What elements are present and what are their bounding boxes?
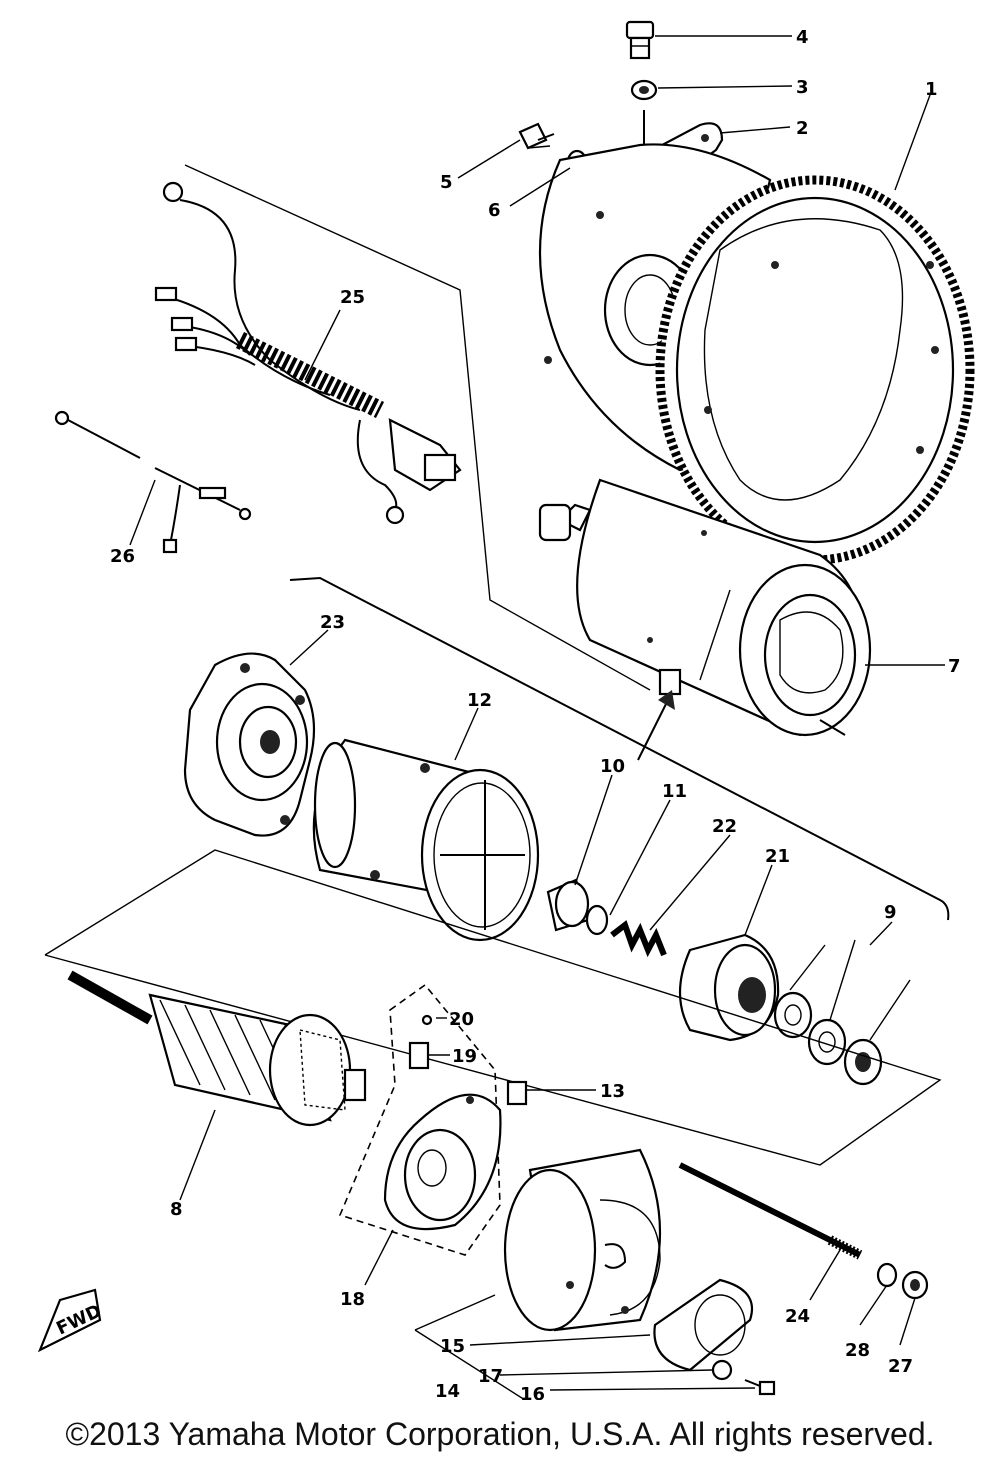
callout-18: 18 [340,1289,365,1310]
part-yoke-12 [312,738,540,942]
fwd-arrow-icon: FWD [37,1288,105,1353]
callout-20: 20 [449,1009,474,1030]
part-brush-plate [383,1093,502,1231]
callout-4: 4 [796,27,809,48]
callout-6: 6 [488,200,501,221]
part-clutch-21 [678,933,780,1042]
part-bushing-10 [546,878,590,932]
part-washer-28 [876,1262,898,1288]
part-lead-wire-26 [54,410,252,554]
callout-25: 25 [340,287,365,308]
exploded-parts-diagram: FWD 4 3 2 1 5 [37,20,975,1400]
part-nut-3 [630,79,658,101]
callout-3: 3 [796,77,809,98]
assembly-arrow [637,690,675,761]
part-washers-9 [773,939,911,1086]
callout-5: 5 [440,172,453,193]
callout-10: 10 [600,756,625,777]
part-through-bolt-24 [678,1162,863,1260]
part-bolt-5 [518,122,555,150]
callout-19: 19 [452,1046,477,1067]
part-ring-gear-1 [655,175,975,565]
part-front-cover-23 [183,652,316,837]
part-screw-16 [744,1379,776,1396]
part-ring-11 [585,904,609,936]
part-brush-19 [408,1041,430,1070]
callout-15: 15 [440,1336,465,1357]
copyright-notice: ©2013 Yamaha Motor Corporation, U.S.A. A… [65,1416,935,1452]
callout-7: 7 [948,656,961,677]
part-spring-22 [610,920,667,958]
callout-22: 22 [712,816,737,837]
part-armature-8 [67,970,367,1127]
part-bolt-4 [625,20,655,60]
callout-12: 12 [467,690,492,711]
part-wire-harness-25 [154,181,462,525]
part-brush-13 [506,1080,528,1106]
callout-1: 1 [925,79,938,100]
callout-13: 13 [600,1081,625,1102]
callout-14: 14 [435,1381,460,1400]
callout-23: 23 [320,612,345,633]
callout-2: 2 [796,118,809,139]
callout-28: 28 [845,1340,870,1361]
callout-17: 17 [478,1366,503,1387]
callout-24: 24 [785,1306,810,1327]
part-washer-17 [711,1359,733,1381]
part-starter-motor-7 [538,478,872,737]
callout-11: 11 [662,781,687,802]
part-nut-27 [901,1270,929,1300]
callout-8: 8 [170,1199,183,1220]
part-cap-15 [653,1278,754,1372]
leader-lines [129,35,945,1400]
callout-21: 21 [765,846,790,867]
callout-16: 16 [520,1384,545,1400]
callout-26: 26 [110,546,135,567]
part-spring-20 [421,1014,433,1026]
callout-9: 9 [884,902,897,923]
part-rear-cover-14 [503,1148,662,1332]
callout-27: 27 [888,1356,913,1377]
callout-labels: 4 3 2 1 5 6 7 25 26 23 12 10 11 22 21 9 … [110,27,961,1400]
